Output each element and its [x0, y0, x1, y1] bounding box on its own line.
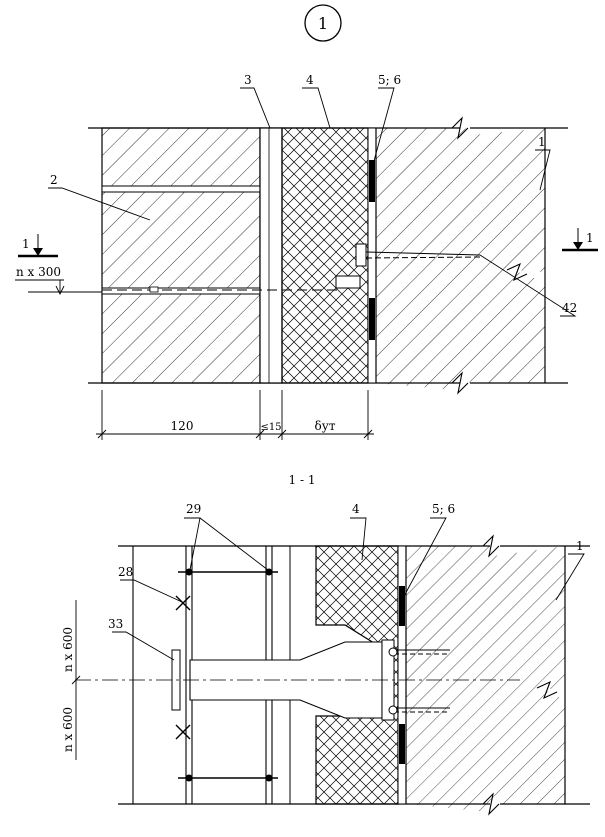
base-wall-section — [405, 534, 566, 816]
label-28: 28 — [118, 565, 133, 579]
brick-facing — [101, 127, 261, 384]
section-mark-left: 1 — [18, 234, 58, 258]
label-4: 4 — [306, 73, 314, 87]
spacing-label: n x 300 — [16, 265, 61, 279]
wall-tie — [102, 243, 481, 293]
section-title: 1 - 1 — [289, 473, 316, 487]
spacing-top-label: n x 600 — [61, 627, 75, 672]
dim-15: ≤15 — [260, 422, 281, 433]
label-2: 2 — [50, 173, 58, 187]
air-gap — [259, 127, 283, 384]
pad-top — [369, 160, 375, 202]
spacing-vertical: n x 600 n x 600 — [61, 600, 81, 760]
detail-marker: 1 — [304, 4, 342, 42]
label-33: 33 — [108, 617, 123, 631]
label-42: 42 — [562, 301, 577, 315]
dim-120: 120 — [171, 419, 194, 433]
insulation — [281, 127, 369, 384]
section-view: 29 4 5; 6 28 33 1 n x 600 n x 600 — [61, 502, 590, 816]
dimensions — [96, 390, 374, 440]
section-mark-right-label: 1 — [586, 231, 594, 245]
label-5-6-section: 5; 6 — [432, 502, 455, 516]
spacing-bottom-label: n x 600 — [61, 707, 75, 752]
label-4-section: 4 — [352, 502, 360, 516]
label-3: 3 — [244, 73, 252, 87]
label-29: 29 — [186, 502, 201, 516]
section-mark-left-label: 1 — [22, 237, 30, 251]
leaders-section — [112, 517, 585, 661]
label-1-section: 1 — [576, 539, 584, 553]
dim-insulation: δут — [315, 419, 336, 433]
top-view: 3 4 5; 6 1 2 42 1 1 n x 300 — [15, 73, 598, 440]
section-mark-right: 1 — [562, 228, 598, 252]
spacing-note: n x 300 — [15, 265, 102, 296]
leaders-top — [48, 87, 577, 317]
base-wall — [375, 116, 546, 395]
detail-number: 1 — [318, 14, 328, 33]
cross-marks — [175, 595, 191, 740]
label-5-6: 5; 6 — [378, 73, 401, 87]
bracket — [75, 639, 520, 721]
pad-section-bottom — [399, 724, 405, 764]
label-1: 1 — [538, 135, 546, 149]
pad-bottom — [369, 298, 375, 340]
pad-section-top — [399, 586, 405, 626]
